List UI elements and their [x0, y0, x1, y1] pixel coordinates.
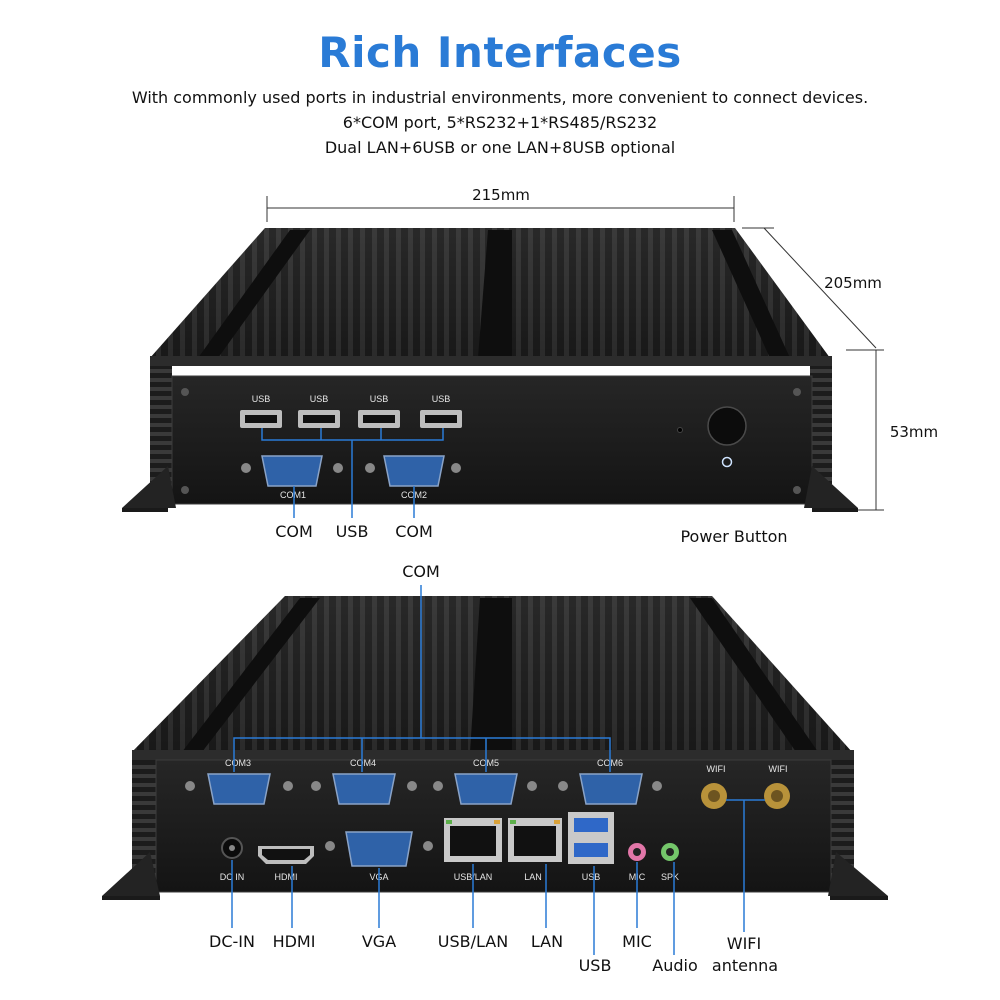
- front-usb-port-1: [240, 410, 282, 428]
- front-com-port-1: [241, 455, 343, 487]
- front-callout-com-left: COM: [275, 522, 313, 541]
- rear-com4-label: COM4: [350, 758, 376, 768]
- dimension-width: [266, 196, 735, 222]
- power-button: [707, 406, 747, 468]
- mic-jack: [628, 843, 646, 861]
- front-callout-usb: USB: [335, 522, 369, 541]
- wifi-connector-left: [701, 783, 727, 809]
- rear-usb-port-label: USB: [582, 872, 601, 882]
- rear-callout-hdmi: HDMI: [272, 932, 316, 951]
- vga-port: [325, 831, 433, 867]
- spk-jack: [661, 843, 679, 861]
- dimension-height-label: 53mm: [889, 423, 939, 441]
- rear-callout-wifi-line1: WIFI: [726, 934, 762, 953]
- subtitle-line-3: Dual LAN+6USB or one LAN+8USB optional: [324, 138, 676, 157]
- front-usb-port-2: [298, 410, 340, 428]
- front-callout-com-right: COM: [395, 522, 433, 541]
- dimension-depth-label: 205mm: [824, 274, 882, 292]
- rear-callout-lines: [231, 585, 765, 955]
- rear-com-port-3: [185, 773, 293, 805]
- wifi-right-label: WIFI: [769, 764, 788, 774]
- hdmi-port: [258, 846, 314, 864]
- usblan-port: [444, 818, 502, 862]
- front-usb-label-3: USB: [370, 394, 389, 404]
- front-usb-label-1: USB: [252, 394, 271, 404]
- rear-callout-usb: USB: [578, 956, 612, 975]
- front-callout-lines: [261, 428, 444, 518]
- lan-port: [508, 818, 562, 862]
- rear-com-port-4: [311, 773, 417, 805]
- front-com-port-2: [365, 455, 461, 487]
- front-callout-power-button: Power Button: [680, 527, 788, 546]
- wifi-left-label: WIFI: [707, 764, 726, 774]
- rear-callout-lan: LAN: [530, 932, 564, 951]
- dcin-port: [221, 837, 243, 859]
- subtitle-line-1: With commonly used ports in industrial e…: [131, 88, 869, 107]
- rear-com-port-6: [558, 773, 662, 805]
- rear-com3-label: COM3: [225, 758, 251, 768]
- rear-callout-usblan: USB/LAN: [437, 932, 509, 951]
- dimension-height: [846, 349, 884, 511]
- wifi-connector-right: [764, 783, 790, 809]
- front-com1-label: COM1: [280, 490, 306, 500]
- front-device: [122, 228, 858, 512]
- rear-callout-mic: MIC: [622, 932, 652, 951]
- rear-com-port-5: [433, 773, 537, 805]
- rear-callout-vga: VGA: [361, 932, 397, 951]
- dimension-depth: [742, 227, 877, 349]
- front-usb-port-4: [420, 410, 462, 428]
- lan-port-label: LAN: [524, 872, 542, 882]
- hdmi-port-label: HDMI: [275, 872, 298, 882]
- rear-usb-ports: [568, 812, 614, 864]
- dimension-width-label: 215mm: [472, 186, 530, 204]
- rear-callout-com: COM: [402, 562, 440, 581]
- front-usb-label-4: USB: [432, 394, 451, 404]
- page-title: Rich Interfaces: [318, 28, 682, 77]
- rear-callout-wifi-line2: antenna: [711, 956, 779, 975]
- rear-callout-audio: Audio: [652, 956, 698, 975]
- front-usb-port-3: [358, 410, 400, 428]
- subtitle-line-2: 6*COM port, 5*RS232+1*RS485/RS232: [342, 113, 658, 132]
- spk-port-label: SPK: [661, 872, 679, 882]
- rear-callout-dcin: DC-IN: [209, 932, 255, 951]
- front-usb-label-2: USB: [310, 394, 329, 404]
